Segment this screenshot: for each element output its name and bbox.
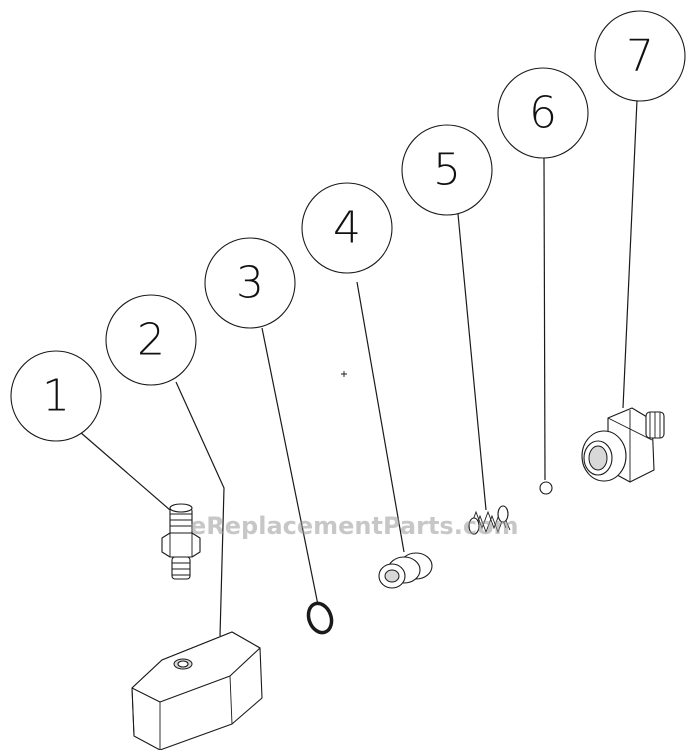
callout-label-6: 6 xyxy=(529,88,557,139)
callout-5[interactable]: 5 xyxy=(401,124,493,216)
part-2-hex-block[interactable] xyxy=(131,631,263,750)
leader-line-4 xyxy=(356,281,405,553)
part-3-o-ring[interactable] xyxy=(305,600,336,636)
callout-label-5: 5 xyxy=(433,145,461,196)
callout-3[interactable]: 3 xyxy=(204,237,296,329)
callout-label-3: 3 xyxy=(236,258,264,309)
callout-6[interactable]: 6 xyxy=(497,67,589,159)
leader-line-6 xyxy=(543,157,546,481)
watermark: eReplacementParts.com xyxy=(190,512,519,540)
callout-label-2: 2 xyxy=(137,315,165,366)
part-5-spring[interactable] xyxy=(468,505,511,535)
callout-1[interactable]: 1 xyxy=(10,350,102,442)
callout-label-4: 4 xyxy=(333,203,361,254)
callout-label-7: 7 xyxy=(626,31,654,82)
callout-7[interactable]: 7 xyxy=(594,10,686,102)
leader-line-2 xyxy=(175,381,225,637)
part-7-hex-fitting[interactable] xyxy=(581,407,665,483)
callout-4[interactable]: 4 xyxy=(301,182,393,274)
part-1-fitting[interactable] xyxy=(161,503,201,580)
leader-line-3 xyxy=(261,327,319,606)
part-4-valve-seat[interactable] xyxy=(378,552,433,589)
part-6-ball[interactable] xyxy=(539,481,553,495)
callout-2[interactable]: 2 xyxy=(105,294,197,386)
callout-label-1: 1 xyxy=(42,371,70,422)
leader-line-7 xyxy=(622,99,638,409)
center-mark xyxy=(341,371,347,377)
leader-line-5 xyxy=(457,213,487,511)
leader-line-1 xyxy=(79,431,171,511)
